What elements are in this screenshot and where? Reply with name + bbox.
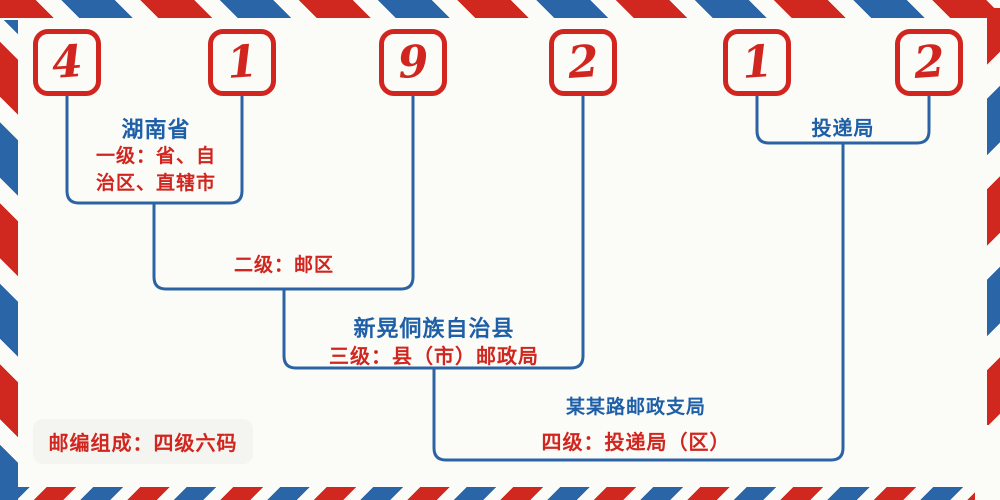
composition-note-text: 邮编组成：四级六码 (48, 433, 238, 455)
airmail-stripe-top (0, 0, 1000, 18)
level4-branch-label: 某某路邮政支局 (565, 397, 706, 418)
digit-box-3: 9 (379, 29, 447, 96)
composition-note: 邮编组成：四级六码 (33, 419, 253, 464)
digit-value-1: 4 (49, 35, 85, 89)
level1-region-label: 湖南省 (121, 117, 191, 142)
digit-value-5: 1 (739, 35, 775, 89)
level2-description: 二级：邮区 (233, 255, 334, 276)
delivery-bureau-label: 投递局 (811, 118, 875, 140)
digit-value-2: 1 (224, 35, 260, 89)
digit-box-6: 2 (895, 29, 963, 96)
digit-value-4: 2 (565, 35, 601, 89)
level3-description: 三级：县（市）邮政局 (329, 346, 539, 368)
digit-value-6: 2 (911, 35, 947, 89)
digit-box-2: 1 (208, 29, 276, 96)
airmail-stripe-bottom (0, 487, 975, 500)
level4-description: 四级：投递局（区） (541, 432, 731, 454)
airmail-stripe-right (987, 8, 1000, 425)
digit-box-1: 4 (33, 29, 101, 96)
digit-value-3: 9 (395, 35, 431, 89)
airmail-stripe-left (0, 20, 18, 500)
level3-county-label: 新晃侗族自治县 (353, 316, 515, 341)
digit-box-4: 2 (549, 29, 617, 96)
level4-bracket (432, 143, 845, 462)
delivery-bracket (755, 96, 931, 145)
digit-box-5: 1 (723, 29, 791, 96)
level1-description: 一级：省、自 治区、直辖市 (95, 146, 216, 194)
